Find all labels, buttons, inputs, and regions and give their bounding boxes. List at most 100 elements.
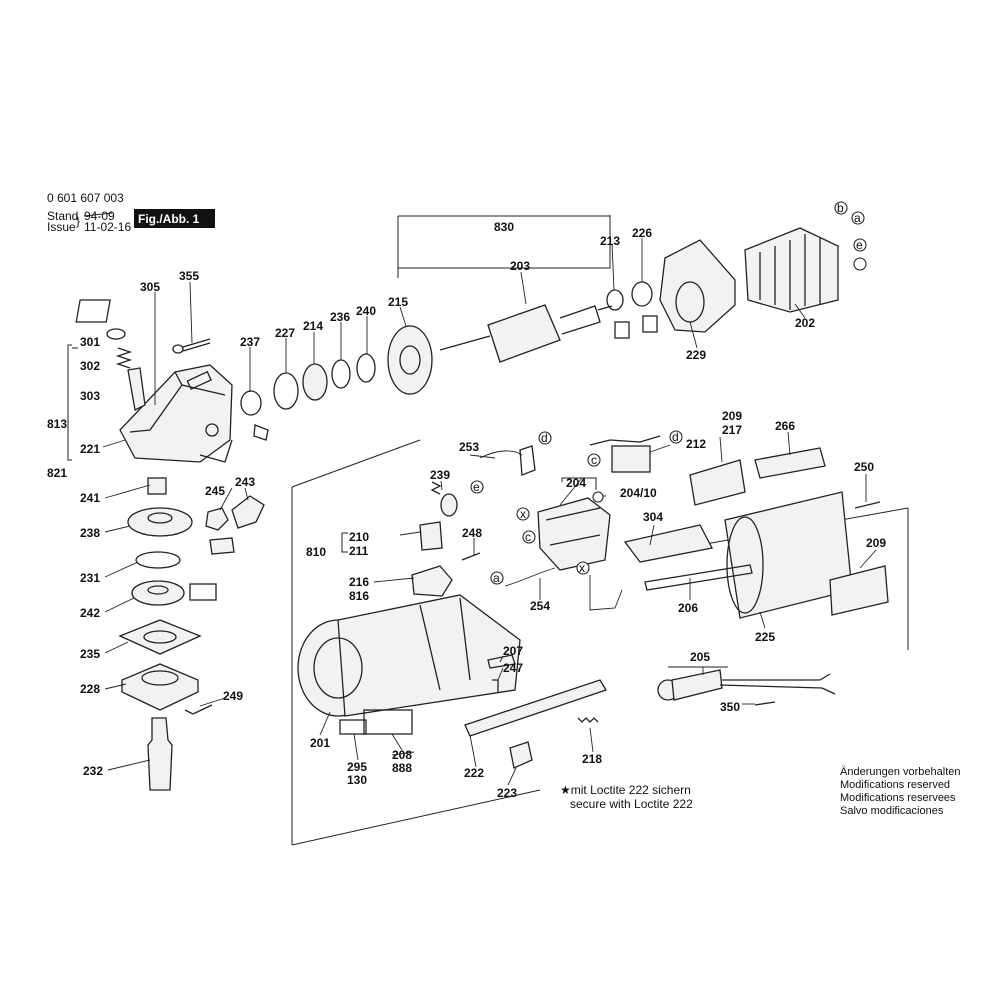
label-302: 302 [80, 359, 100, 373]
spring-coil-239 [430, 481, 442, 495]
spring-218 [577, 717, 599, 723]
label-130: 130 [347, 773, 367, 787]
bevel-gear-238 [127, 507, 193, 537]
label-821: 821 [47, 466, 67, 480]
label-301: 301 [80, 335, 100, 349]
gasket-235 [118, 619, 202, 655]
label-206: 206 [678, 601, 698, 615]
bearing-flange-228 [121, 663, 199, 711]
marker-e: e [856, 238, 863, 252]
motor-housing-201 [297, 594, 521, 717]
leader-lines [102, 238, 877, 786]
label-202: 202 [795, 316, 815, 330]
label-350: 350 [720, 700, 740, 714]
label-227: 227 [275, 326, 295, 340]
label-201: 201 [310, 736, 330, 750]
loctite-note-line-1: ★mit Loctite 222 sichern [560, 783, 691, 797]
label-254: 254 [530, 599, 550, 613]
label-810: 810 [306, 545, 326, 559]
label-223: 223 [497, 786, 517, 800]
marker-x-2: x [579, 561, 585, 575]
spring-302 [115, 347, 133, 369]
marker-b: b [837, 201, 844, 215]
wire-loop [589, 575, 623, 611]
label-813: 813 [47, 417, 67, 431]
power-cord-205 [657, 669, 836, 701]
marker-c-2: c [525, 530, 531, 544]
capacitor-212 [611, 445, 651, 473]
gear-215 [387, 325, 433, 395]
brush-lead-210 [399, 531, 421, 536]
label-235: 235 [80, 647, 100, 661]
wire-212-lead [589, 435, 661, 446]
bracket-813 [67, 344, 72, 461]
loctite-note-line-2: secure with Loctite 222 [570, 797, 693, 811]
issue-value: 11-02-16 [84, 220, 131, 234]
spacer-227 [273, 372, 299, 410]
sleeve-266 [754, 447, 826, 479]
marker-c-1: c [591, 453, 597, 467]
label-238: 238 [80, 526, 100, 540]
wire-253-end [519, 445, 536, 476]
label-204: 204 [566, 476, 586, 490]
figure-label-box [134, 209, 215, 228]
label-221: 221 [80, 442, 100, 456]
notice-line-3: Modifications reservees [840, 792, 956, 804]
label-210: 210 [349, 530, 369, 544]
label-247: 247 [503, 661, 523, 675]
label-237: 237 [240, 335, 260, 349]
label-205: 205 [690, 650, 710, 664]
insulation-209-b [829, 565, 889, 616]
label-218: 218 [582, 752, 602, 766]
label-250: 250 [854, 460, 874, 474]
label-253: 253 [459, 440, 479, 454]
washer-240 [356, 353, 376, 383]
notice-line-4: Salvo modificaciones [840, 805, 944, 817]
insulation-209-217 [689, 459, 746, 506]
label-816: 816 [349, 589, 369, 603]
spindle-lock-pin-303 [127, 367, 146, 411]
bearing-213 [606, 289, 624, 311]
drawing-number: 0 601 607 003 [47, 191, 124, 205]
label-241: 241 [80, 491, 100, 505]
label-228: 228 [80, 682, 100, 696]
frame-bottom-diagonal [291, 789, 541, 846]
switch-204 [537, 497, 611, 571]
marker-d-2: d [672, 430, 679, 444]
brace-glyph: } [76, 214, 80, 228]
retaining-ring-231 [135, 551, 181, 569]
stand-strikethrough [83, 212, 113, 217]
spindle-232 [147, 717, 173, 791]
ball-bearing-242 [131, 580, 185, 606]
spring-239 [440, 493, 458, 517]
label-211: 211 [349, 544, 369, 558]
label-208: 208 [392, 748, 412, 762]
label-249: 249 [223, 689, 243, 703]
label-830: 830 [494, 220, 514, 234]
star-icon: ★ [560, 783, 571, 797]
armature-203 [439, 304, 613, 363]
slide-button-223 [509, 741, 533, 769]
label-232: 232 [83, 764, 103, 778]
label-214: 214 [303, 319, 323, 333]
marker-a-2: a [493, 571, 500, 585]
label-207: 207 [503, 644, 523, 658]
marker-a: a [854, 211, 861, 225]
washer-236 [331, 359, 351, 389]
notice-line-1: Änderungen vorbehalten [840, 766, 961, 778]
label-355: 355 [179, 269, 199, 283]
modification-notice: Änderungen vorbehalten Modifications res… [840, 766, 960, 818]
label-240: 240 [356, 304, 376, 318]
nut-245 [205, 507, 229, 531]
bearing-marker [189, 583, 217, 601]
ring-237 [240, 390, 262, 416]
label-266: 266 [775, 419, 795, 433]
label-225: 225 [755, 630, 775, 644]
label-239: 239 [430, 468, 450, 482]
label-305: 305 [140, 280, 160, 294]
clip-237 [253, 424, 269, 441]
label-236: 236 [330, 310, 350, 324]
notice-line-2: Modifications reserved [840, 779, 951, 791]
wire-253 [479, 450, 523, 459]
